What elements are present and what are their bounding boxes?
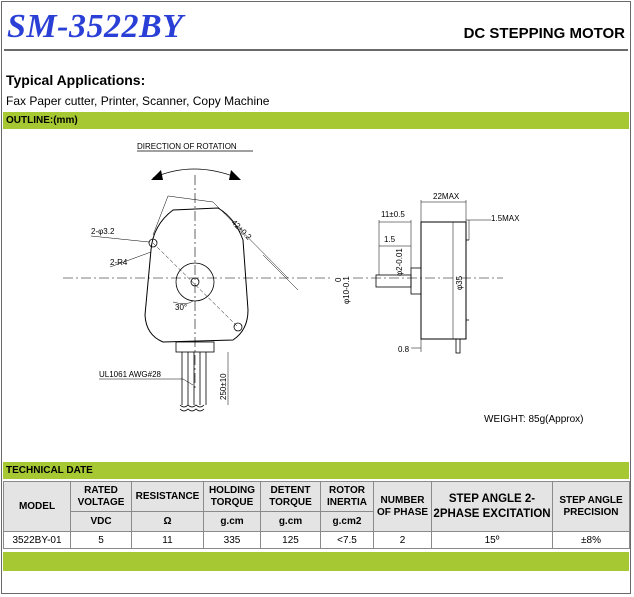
- applications-text: Fax Paper cutter, Printer, Scanner, Copy…: [6, 94, 270, 108]
- table-unit-row: VDC Ω g.cm g.cm g.cm2: [4, 511, 630, 532]
- unit-voltage: VDC: [70, 511, 132, 532]
- angle-label: 30°: [175, 303, 187, 312]
- hole-dim-label: 2-φ3.2: [91, 227, 115, 236]
- side-view: 11±0.5 22MAX 1.5MAX 1.5 φ2-0.01 φ10-0.1 …: [334, 192, 520, 354]
- unit-rotor-inertia: g.cm2: [320, 511, 374, 532]
- col-precision-header: STEP ANGLE PRECISION: [552, 481, 630, 532]
- table-row: 3522BY-01 5 11 335 125 <7.5 2 15º ±8%: [3, 531, 630, 549]
- weight-note: WEIGHT: 85g(Approx): [484, 414, 584, 425]
- header-divider: [4, 49, 628, 51]
- cell-precision: ±8%: [552, 531, 630, 549]
- radius-dim-label: 2-R4: [110, 258, 128, 267]
- dim-15max-label: 1.5MAX: [491, 214, 520, 223]
- cell-resistance: 11: [131, 531, 204, 549]
- dim-phi2-label: φ2-0.01: [395, 248, 404, 276]
- col-voltage-header: RATED VOLTAGE: [70, 481, 132, 512]
- dim-phi10-label: φ10-0.1: [342, 276, 351, 304]
- dim-phi35-label: φ35: [455, 275, 464, 290]
- cell-rotor-inertia: <7.5: [320, 531, 374, 549]
- table-header-row: MODEL RATED VOLTAGE RESISTANCE HOLDING T…: [3, 481, 630, 532]
- technical-section-header: TECHNICAL DATE: [3, 462, 629, 479]
- direction-of-rotation: DIRECTION OF ROTATION: [137, 142, 253, 180]
- product-title: DC STEPPING MOTOR: [463, 25, 625, 42]
- col-model-header: MODEL: [3, 481, 71, 532]
- applications-heading: Typical Applications:: [6, 72, 146, 88]
- dim-11-label: 11±0.5: [381, 210, 405, 219]
- cell-model: 3522BY-01: [3, 531, 71, 549]
- col-holding-torque-header: HOLDING TORQUE: [203, 481, 261, 512]
- dim-phi10-tol-label: 0: [334, 277, 343, 282]
- unit-detent-torque: g.cm: [260, 511, 321, 532]
- direction-label: DIRECTION OF ROTATION: [137, 142, 237, 151]
- col-step-angle-header: STEP ANGLE 2-2PHASE EXCITATION: [431, 481, 553, 532]
- unit-resistance: Ω: [131, 511, 204, 532]
- lead-length-label: 250±10: [219, 373, 228, 400]
- cell-holding-torque: 335: [203, 531, 261, 549]
- dim-08-label: 0.8: [398, 345, 410, 354]
- wire-label: UL1061 AWG#28: [99, 370, 162, 379]
- outline-section-header: OUTLINE:(mm): [3, 112, 629, 129]
- col-rotor-inertia-header: ROTOR INERTIA: [320, 481, 374, 512]
- col-detent-torque-header: DETENT TORQUE: [260, 481, 321, 512]
- technical-data-table: MODEL RATED VOLTAGE RESISTANCE HOLDING T…: [3, 481, 630, 549]
- cell-voltage: 5: [70, 531, 132, 549]
- outline-drawing: DIRECTION OF ROTATION 42±0.2 2-φ3.2 2-R4: [3, 130, 629, 460]
- model-title: SM-3522BY: [7, 8, 184, 45]
- cell-step-angle: 15º: [431, 531, 553, 549]
- dim-15-label: 1.5: [384, 235, 396, 244]
- col-resistance-header: RESISTANCE: [131, 481, 204, 512]
- cell-detent-torque: 125: [260, 531, 321, 549]
- col-phase-header: NUMBER OF PHASE: [373, 481, 432, 532]
- dim-22max-label: 22MAX: [433, 192, 460, 201]
- mount-dim-label: 42±0.2: [230, 218, 254, 242]
- cell-phase: 2: [373, 531, 432, 549]
- footer-band: [3, 552, 629, 571]
- unit-holding-torque: g.cm: [203, 511, 261, 532]
- front-view: 42±0.2 2-φ3.2 2-R4 30° UL1061 AWG#28 250…: [63, 175, 333, 412]
